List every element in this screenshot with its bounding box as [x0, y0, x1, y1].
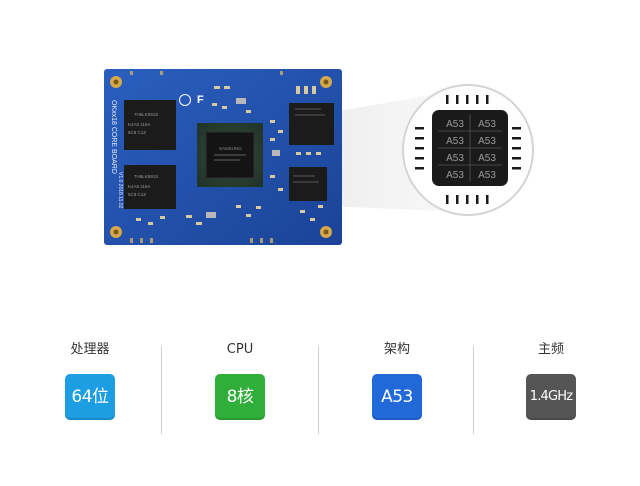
- spec-divider: [473, 346, 474, 434]
- core-label: A53: [478, 136, 496, 147]
- soc-brand-text: SAMSUNG: [219, 146, 242, 151]
- edge-pads: [130, 71, 283, 243]
- memory-chip-text: 7H5LK591S: [134, 174, 158, 179]
- spec-badge-frequency: 1.4GHz: [526, 374, 576, 420]
- spec-architecture: 架构 A53: [337, 340, 457, 420]
- memory-chip-text: K4A8 J16A: [128, 122, 151, 127]
- core-label: A53: [446, 119, 464, 130]
- spec-badge-bits: 64位: [65, 374, 115, 420]
- core-label: A53: [478, 170, 496, 181]
- memory-chip-text: 7H5LK591S: [134, 112, 158, 117]
- spec-processor: 处理器 64位: [30, 340, 150, 420]
- memory-chip-text: K4A8 J16A: [128, 184, 151, 189]
- memory-chip-text: 5C8 C1Z: [128, 130, 146, 135]
- spec-badge-arch: A53: [372, 374, 422, 420]
- core-label: A53: [478, 119, 496, 130]
- core-label: A53: [446, 136, 464, 147]
- memory-chip: 7H5LK591S K4A8 J16A 5C8 C1Z: [124, 165, 176, 209]
- spec-row: 处理器 64位 CPU 8核 架构 A53 主频 1.4GHz: [0, 340, 640, 440]
- mounting-holes: [110, 76, 332, 238]
- spec-label: 架构: [383, 342, 410, 357]
- board-logo: F: [179, 94, 204, 106]
- board-title-silkscreen: OKxx18 CORE BOARD: [110, 100, 117, 174]
- cpu-pins: [415, 95, 521, 204]
- cpu-magnifier: A53 A53 A53 A53 A53 A53 A53 A53: [402, 84, 534, 216]
- small-components: [136, 86, 323, 225]
- core-label: A53: [478, 153, 496, 164]
- spec-badge-cores: 8核: [215, 374, 265, 420]
- spec-label: 主频: [537, 342, 564, 357]
- core-label: A53: [446, 153, 464, 164]
- board-version-silkscreen: V1.0 2018.11.02: [117, 172, 123, 209]
- board-logo-text: F: [197, 94, 204, 106]
- emmc-chip: [289, 103, 334, 145]
- spec-cpu: CPU 8核: [180, 340, 300, 420]
- spec-divider: [161, 346, 162, 434]
- soc-chip: SAMSUNG: [197, 123, 263, 187]
- core-label: A53: [446, 170, 464, 181]
- spec-label: 处理器: [70, 342, 110, 357]
- memory-chip-text: 5C8 C1Z: [128, 192, 146, 197]
- core-grid: [438, 115, 502, 181]
- spec-frequency: 主频 1.4GHz: [491, 340, 611, 420]
- memory-chip: 7H5LK591S K4A8 J16A 5C8 C1Z: [124, 100, 176, 150]
- pmic-chip: [289, 167, 327, 201]
- spec-divider: [318, 346, 319, 434]
- core-board: OKxx18 CORE BOARD V1.0 2018.11.02 7H5LK5…: [104, 69, 342, 245]
- spec-label: CPU: [226, 342, 254, 357]
